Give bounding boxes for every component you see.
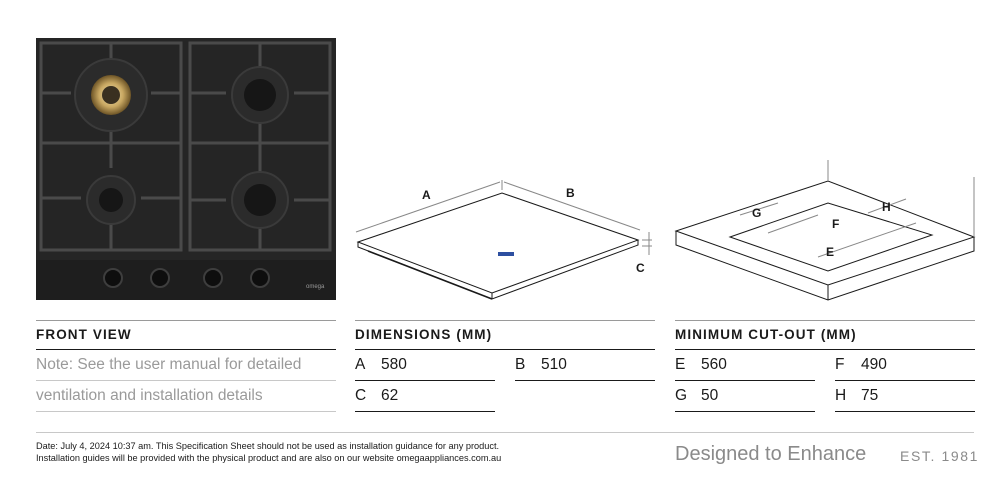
dim-a-value: 580 (381, 356, 407, 373)
cut-g-value: 50 (701, 387, 719, 404)
cut-label-e: E (826, 245, 834, 259)
cooktop-photo: omega (36, 38, 336, 300)
note-line-1: Note: See the user manual for detailed (36, 350, 336, 381)
cut-g-key: G (675, 387, 688, 404)
dimensions-title: DIMENSIONS (MM) (355, 320, 655, 350)
cut-g-row: G 50 (675, 381, 815, 412)
est-year: EST. 1981 (900, 448, 979, 464)
dim-c-row: C 62 (355, 381, 495, 412)
footer-divider (36, 432, 974, 433)
cut-label-h: H (882, 200, 891, 214)
cut-e-key: E (675, 356, 686, 373)
cut-f-row: F 490 (835, 350, 975, 381)
cut-f-key: F (835, 356, 845, 373)
cutout-section: MINIMUM CUT-OUT (MM) E 560 F 490 G 50 H 75 (675, 320, 975, 412)
cut-f-value: 490 (861, 356, 887, 373)
front-view-section: FRONT VIEW Note: See the user manual for… (36, 320, 336, 412)
footer-disclaimer: Date: July 4, 2024 10:37 am. This Specif… (36, 441, 636, 464)
cut-label-f: F (832, 217, 839, 231)
dimensions-section: DIMENSIONS (MM) A 580 B 510 C 62 (355, 320, 655, 412)
dim-b-key: B (515, 356, 526, 373)
tagline: Designed to Enhance (675, 443, 867, 465)
dim-c-value: 62 (381, 387, 399, 404)
dimensions-drawing: A B C (355, 180, 652, 300)
dim-label-b: B (566, 186, 575, 200)
cut-h-key: H (835, 387, 847, 404)
cut-h-row: H 75 (835, 381, 975, 412)
dim-b-value: 510 (541, 356, 567, 373)
note-line-2: ventilation and installation details (36, 381, 336, 412)
brand-logo: omega (306, 284, 325, 290)
front-view-title: FRONT VIEW (36, 320, 336, 350)
dim-b-row: B 510 (515, 350, 655, 381)
cooktop-illustration: omega (36, 38, 336, 300)
dim-label-c: C (636, 261, 645, 275)
footer-line-1: Date: July 4, 2024 10:37 am. This Specif… (36, 441, 500, 451)
cut-e-value: 560 (701, 356, 727, 373)
dim-a-row: A 580 (355, 350, 495, 381)
dim-c-key: C (355, 387, 367, 404)
cutout-drawing: G H F E (674, 160, 976, 301)
cut-e-row: E 560 (675, 350, 815, 381)
cut-label-g: G (752, 206, 761, 220)
dim-label-a: A (422, 188, 431, 202)
cut-h-value: 75 (861, 387, 879, 404)
footer-line-2: Installation guides will be provided wit… (36, 452, 502, 463)
dim-a-key: A (355, 356, 366, 373)
cutout-title: MINIMUM CUT-OUT (MM) (675, 320, 975, 350)
